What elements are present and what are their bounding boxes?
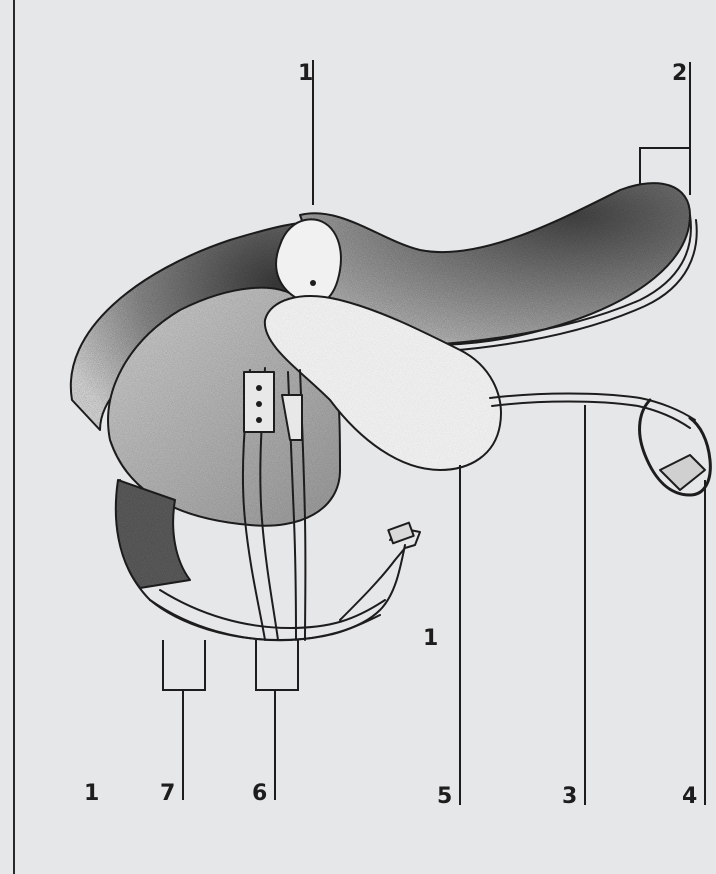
callout-label-3: 3 — [562, 784, 577, 809]
callout-label-7: 7 — [160, 781, 175, 806]
girth-buckle — [340, 528, 420, 620]
callout-label-4: 4 — [682, 784, 697, 809]
callout-label-6: 6 — [252, 781, 267, 806]
callout-label-2: 2 — [672, 61, 687, 86]
callout-label-5: 5 — [437, 784, 452, 809]
saddle-illustration — [71, 183, 711, 640]
callout-label-1-bottom: 1 — [84, 781, 99, 806]
callout-label-1-top: 1 — [298, 61, 313, 86]
callout-label-1-middle: 1 — [423, 626, 438, 651]
stirrup-leather — [490, 394, 695, 421]
